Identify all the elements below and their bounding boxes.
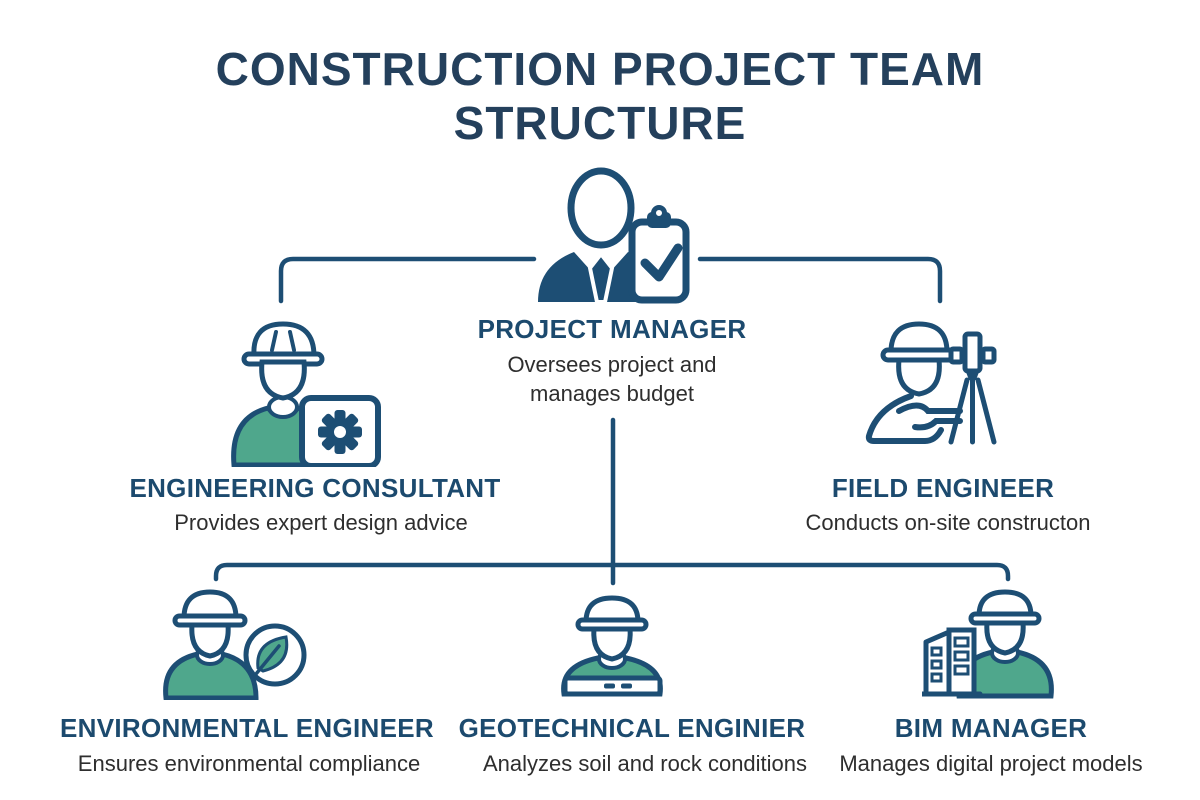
hard-hat-dome: [583, 595, 641, 623]
panel-strip: [562, 675, 663, 697]
building-icon: [922, 627, 983, 697]
face-shape: [189, 622, 231, 659]
tie-shape: [587, 250, 615, 304]
engineer-leaf-icon: [163, 589, 307, 700]
face-shape: [591, 626, 633, 662]
desc-environmental-engineer: Ensures environmental compliance: [77, 751, 421, 776]
face-shape: [984, 620, 1026, 656]
torso-outline: [865, 393, 944, 444]
label-project-manager: PROJECT MANAGER: [477, 314, 747, 344]
desc-project-manager: Oversees project and manages budget: [507, 352, 717, 407]
manager-clipboard-icon: [538, 167, 690, 304]
engineer-gear-icon: [231, 321, 381, 467]
label-engineering-consultant: ENGINEERING CONSULTANT: [129, 473, 501, 503]
label-field-engineer: FIELD ENGINEER: [831, 473, 1055, 503]
page-title-line2: STRUCTURE: [453, 97, 747, 150]
surveyor-tripod-icon: [865, 321, 997, 445]
hard-hat-vents: [270, 330, 296, 352]
gear-icon: [299, 395, 381, 467]
arm-lower-outline: [912, 418, 963, 431]
desc-bim-manager: Manages digital project models: [839, 751, 1143, 776]
hard-hat-dome: [181, 589, 239, 619]
connector-pm-to-field: [697, 256, 943, 304]
page-title: CONSTRUCTION PROJECT TEAM STRUCTURE: [0, 42, 1200, 151]
engineer-worker-icon: [561, 595, 663, 697]
label-environmental-engineer: ENVIRONMENTAL ENGINEER: [59, 713, 434, 743]
hard-hat-dome: [888, 321, 950, 353]
hard-hat-dome: [251, 321, 317, 357]
arm-upper-outline: [896, 402, 963, 414]
desc-engineering-consultant: Provides expert design advice: [174, 510, 468, 535]
label-geotechnical-engineer: GEOTECHNICAL ENGINIER: [458, 713, 806, 743]
connector-pm-to-consultant: [278, 256, 537, 304]
clipboard-check-icon: [628, 205, 690, 304]
page-title-line1: CONSTRUCTION PROJECT TEAM: [215, 43, 985, 95]
label-bim-manager: BIM MANAGER: [894, 713, 1088, 743]
desc-field-engineer: Conducts on-site constructon: [805, 510, 1091, 535]
face-shape: [259, 359, 307, 401]
desc-geotechnical-engineer: Analyzes soil and rock conditions: [482, 751, 808, 776]
theodolite-icon: [948, 331, 997, 445]
engineer-building-icon: [922, 589, 1054, 699]
face-shape: [896, 357, 942, 397]
hard-hat-dome: [976, 589, 1034, 617]
leaf-icon: [243, 623, 307, 687]
connector-bottom-row: [213, 562, 1011, 582]
head-shape: [567, 167, 635, 249]
